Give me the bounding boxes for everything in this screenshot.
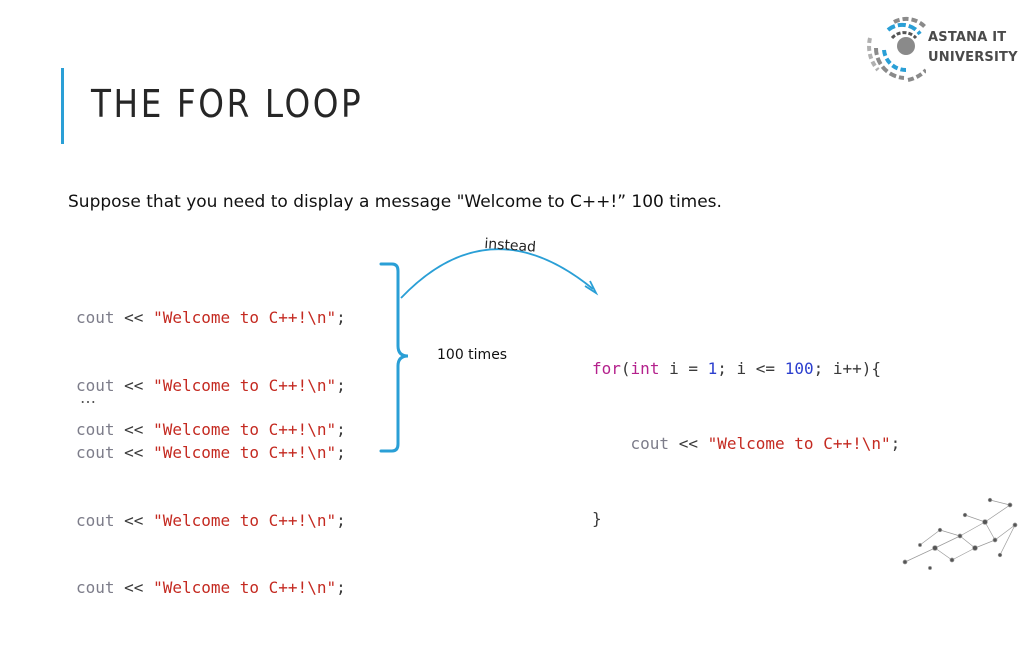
brace-label: 100 times xyxy=(437,347,507,363)
stream-operator: << xyxy=(669,434,708,453)
semicolon: ; xyxy=(336,578,346,597)
close-brace: } xyxy=(592,509,602,528)
instead-arrow-icon xyxy=(401,249,593,298)
start-value: 1 xyxy=(708,359,718,378)
init-expr: i = xyxy=(659,359,707,378)
cout-keyword: cout xyxy=(631,434,670,453)
limit-value: 100 xyxy=(785,359,814,378)
string-literal: "Welcome to C++!\n" xyxy=(153,578,336,597)
network-decoration-icon xyxy=(903,498,1017,569)
code-line: cout << "Welcome to C++!\n"; xyxy=(592,431,900,456)
code-line: cout << "Welcome to C++!\n"; xyxy=(76,577,346,600)
condition-expr: ; i <= xyxy=(717,359,784,378)
for-keyword: for xyxy=(592,359,621,378)
stream-operator: << xyxy=(115,578,154,597)
code-line: for(int i = 1; i <= 100; i++){ xyxy=(592,356,900,381)
indent xyxy=(592,434,631,453)
string-literal: "Welcome to C++!\n" xyxy=(708,434,891,453)
open-paren: ( xyxy=(621,359,631,378)
int-keyword: int xyxy=(631,359,660,378)
for-loop-code-block: for(int i = 1; i <= 100; i++){ cout << "… xyxy=(592,306,900,581)
semicolon: ; xyxy=(891,434,901,453)
code-line: } xyxy=(592,506,900,531)
cout-keyword: cout xyxy=(76,578,115,597)
increment-expr: ; i++){ xyxy=(814,359,881,378)
curly-brace-icon xyxy=(381,264,408,451)
slide: THE FOR LOOP ASTANA IT UNIVERSITY Suppos… xyxy=(0,0,1024,574)
